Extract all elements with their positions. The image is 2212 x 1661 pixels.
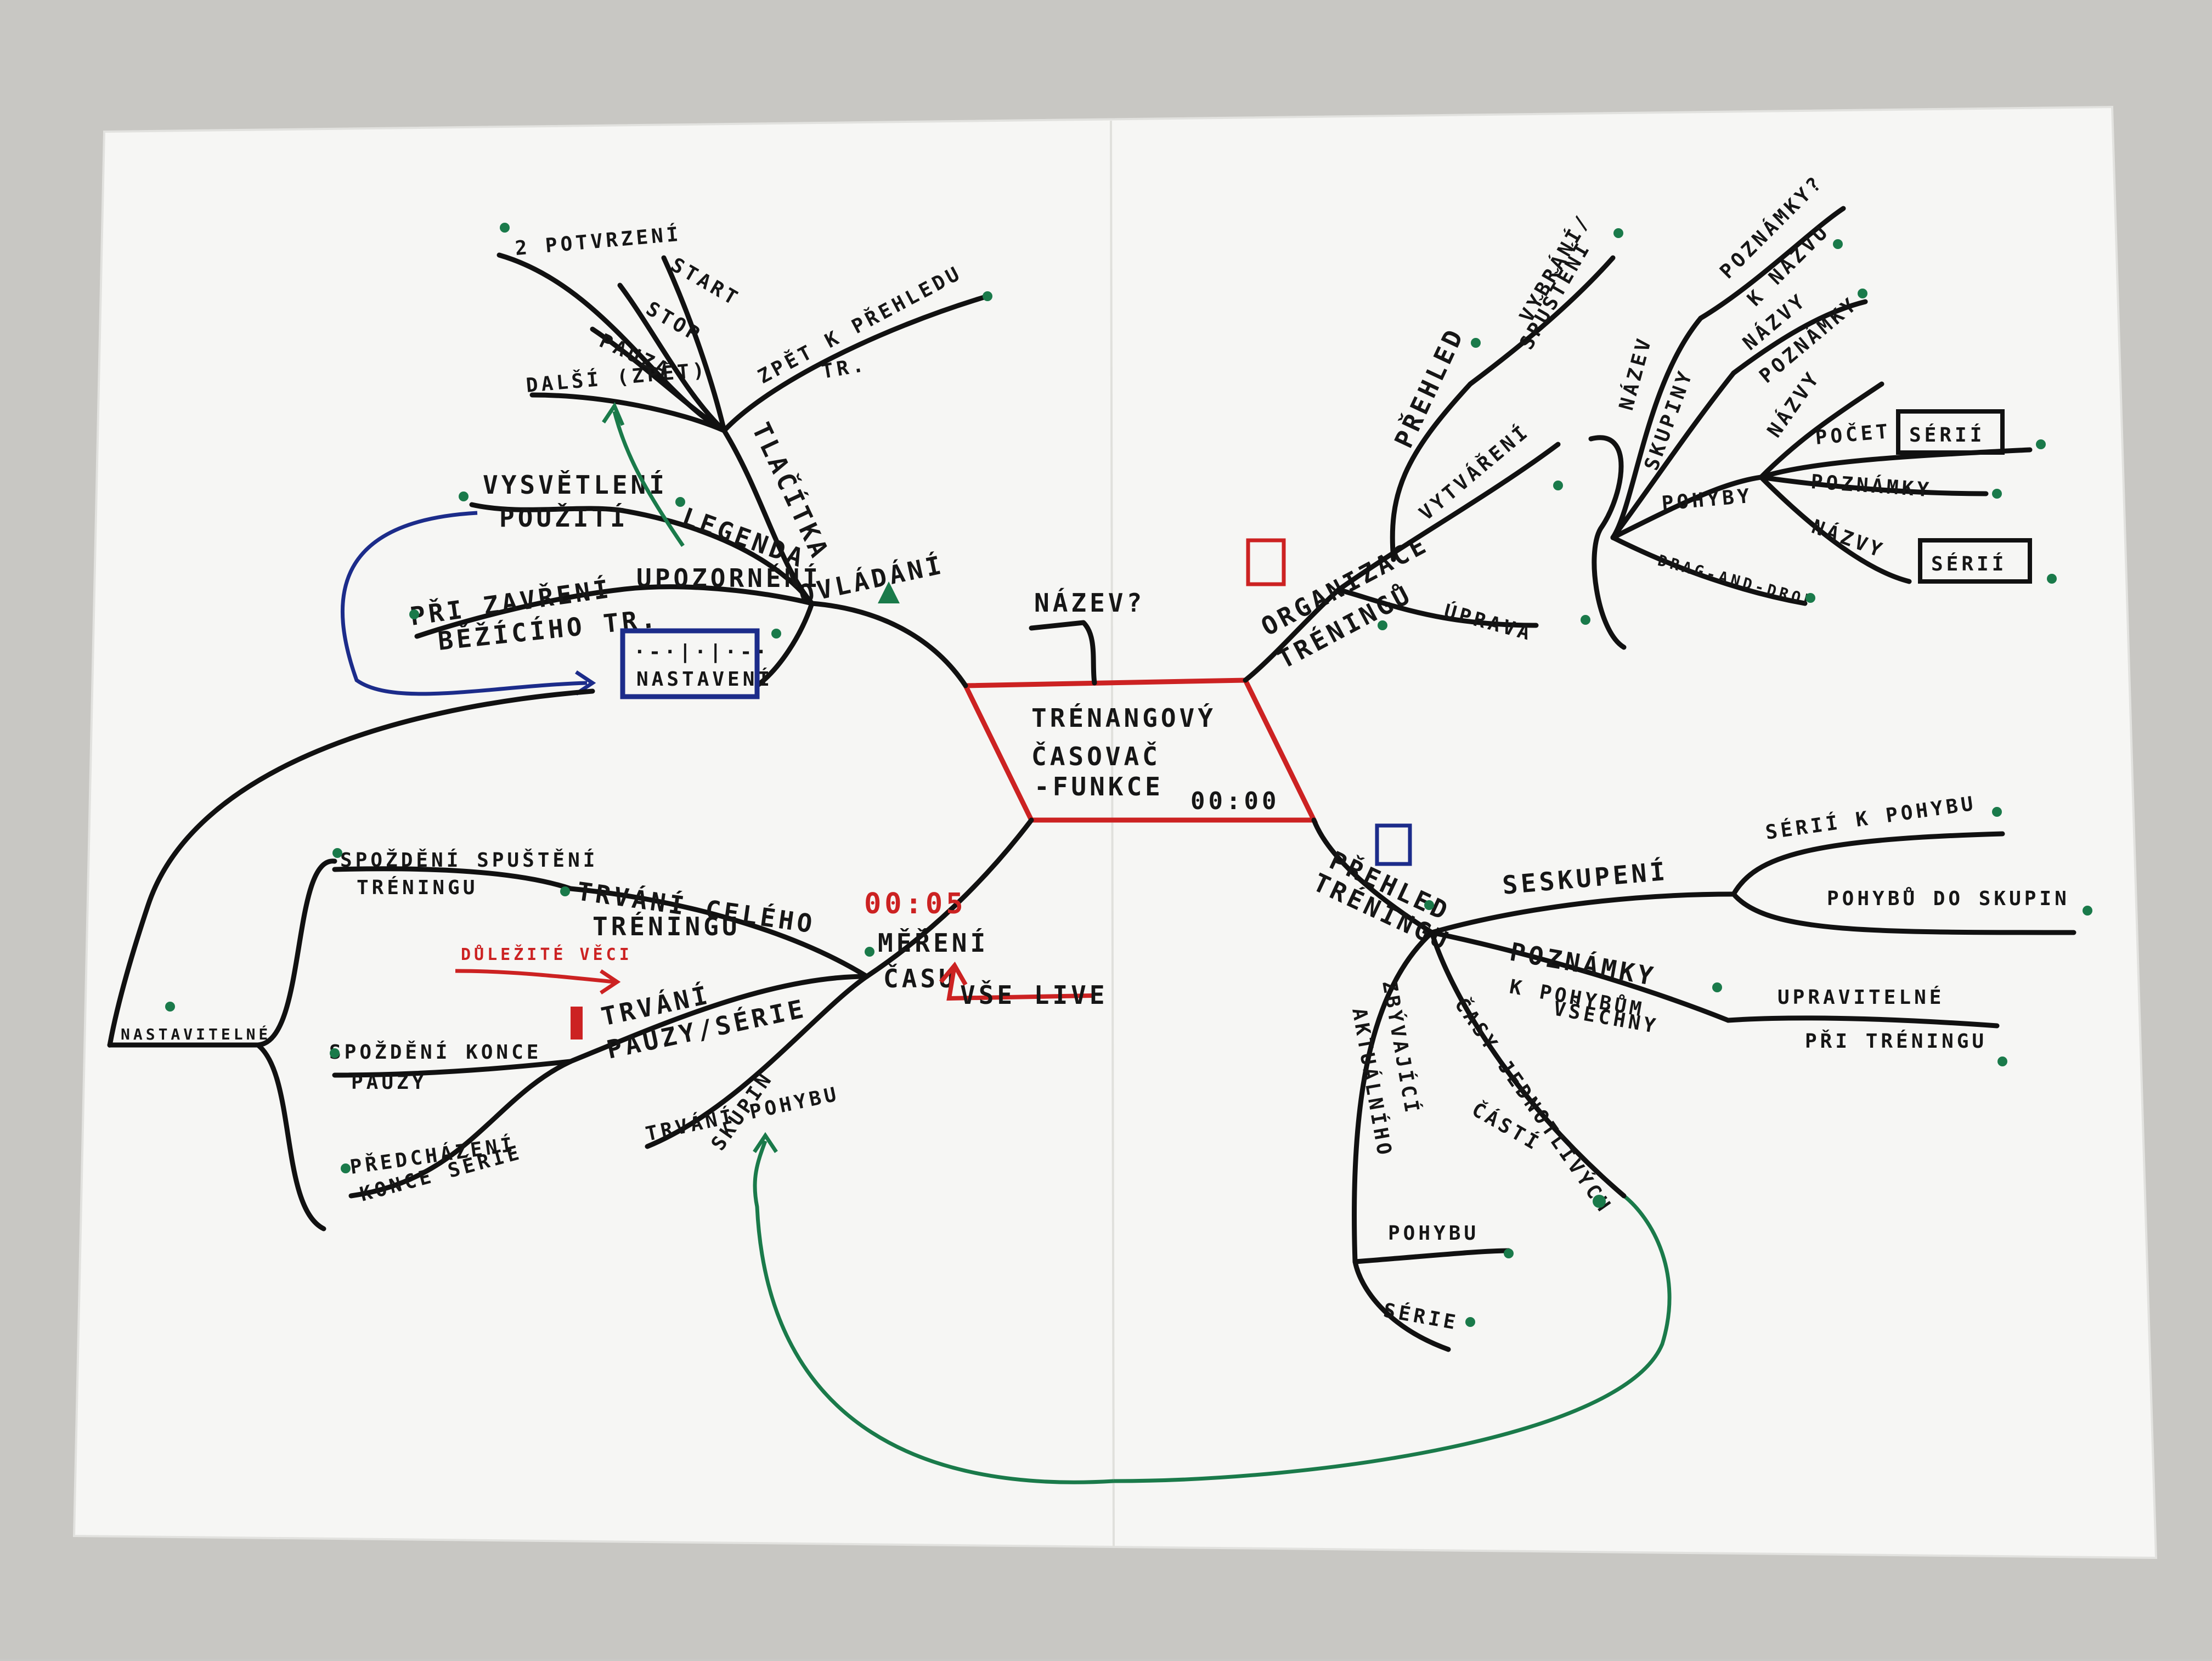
branch-groups [1610,370,1736,540]
c-move-label: POHYBU [1388,1222,1479,1245]
branch-dragdrop [1610,535,1808,606]
paper-fold [1110,120,1115,1547]
branch-times [1429,930,1627,1199]
branch-g-names [1731,299,1868,376]
branch-name [1610,315,1703,540]
red-doc-icon [1246,538,1286,586]
important-label: DŮLEŽITÉ VĚCI [461,944,633,964]
series-box [1896,409,2005,455]
branch-organize [1243,587,1341,683]
branch-create [1336,442,1561,592]
create-bracket [1588,435,1627,650]
green-arrowhead [602,402,625,426]
branch-moves [1610,474,1764,540]
branch-settings [754,601,815,688]
branch-group [645,974,870,1149]
branch-editable [1725,1015,2000,1029]
branch-m-names2 [1758,474,1912,584]
warning-label: UPOZORNĚNÍ [636,563,821,593]
important-arrow [455,969,615,984]
green-arrow-bottom [753,1140,1114,1484]
green-arrow-next [612,411,685,547]
center-title-line2: ČASOVAČ [1031,742,1161,771]
series2-box [1918,538,2032,584]
settings-box [620,628,760,699]
explain-line1: VYSVĚTLENÍ [483,470,668,500]
branch-c-series [1352,1259,1451,1352]
blue-doc-icon [1375,823,1412,866]
btn-pause-line [590,326,727,433]
editable-line1: UPRAVITELNÉ [1778,986,1944,1009]
branch-delay-start [332,866,573,891]
btn-stop-line [617,283,727,433]
branch-legend [469,502,815,606]
live-label: VŠE LIVE [960,980,1108,1010]
pause-end-line1: SPOŽDĚNÍ KONCE [329,1041,541,1064]
btn-start-line [661,255,727,433]
live-arrowhead [939,962,968,986]
branch-overview [1390,381,1473,562]
branch-run-overview [1311,817,1435,935]
editable-line2: PŘI TRÉNINGU [1805,1029,1987,1053]
center-title-line3: -FUNKCE [1034,772,1164,801]
important-arrowhead [600,969,621,995]
green-marker [878,581,900,603]
settings-label: NASTAVENÍ [636,668,773,691]
total-line2: TRÉNINGU [592,912,741,941]
branch-total [568,886,870,979]
delay-start-line2: TRÉNINGU [357,876,478,899]
name-arrow [1029,620,1097,686]
branch-current [1352,930,1435,1264]
branch-controls [809,601,968,688]
green-dots [165,223,2092,1327]
move-group-label: POHYBŮ DO SKUPIN [1827,887,2070,910]
pause-end-line2: PAUZY [351,1071,427,1094]
center-clock: 00:00 [1190,787,1279,815]
branch-pause-end [332,1059,573,1078]
branch-prev [348,1059,573,1199]
settable-label: NASTAVITELNÉ [121,1025,271,1043]
branch-move-group [1731,891,2076,935]
blue-arrow-settings [340,511,588,696]
green-link-right [1113,1194,1672,1483]
center-title-line1: TRÉNANGOVÝ [1031,703,1216,733]
branch-settable [107,688,595,1048]
branch-m-notes [1758,474,1989,496]
branch-c-move [1352,1248,1511,1264]
center-name-label: NÁZEV? [1034,588,1145,618]
btn-next-line [529,392,727,433]
branch-warning [414,584,815,639]
series2-label: SÉRIÍ [1931,552,2007,575]
settable-fork [255,858,337,1231]
branch-name-notes [1698,206,1846,321]
branch-edit [1336,587,1539,628]
branch-pause [568,974,870,1064]
branch-grouping [1429,891,1736,935]
delay-start-line1: SPOŽDĚNÍ SPUŠTĚNÍ [340,849,598,872]
branch-select [1468,255,1616,387]
red-marker [571,1007,583,1039]
measure-line1: MĚŘENÍ [878,928,989,958]
btn-back-line [721,293,990,433]
branch-measure [864,817,1034,979]
live-arrow [946,965,1092,1001]
series-label: SÉRIÍ [1909,423,1985,447]
explain-line2: POUŽITÍ [499,503,629,533]
branch-notes [1429,930,1731,1023]
settings-dots: ·-·|·|·-· [634,641,770,663]
measure-time: 00:05 [864,888,967,920]
green-arrowhead-bottom [753,1132,778,1153]
branch-m-names [1758,381,1884,480]
branch-series-move [1731,831,2005,897]
